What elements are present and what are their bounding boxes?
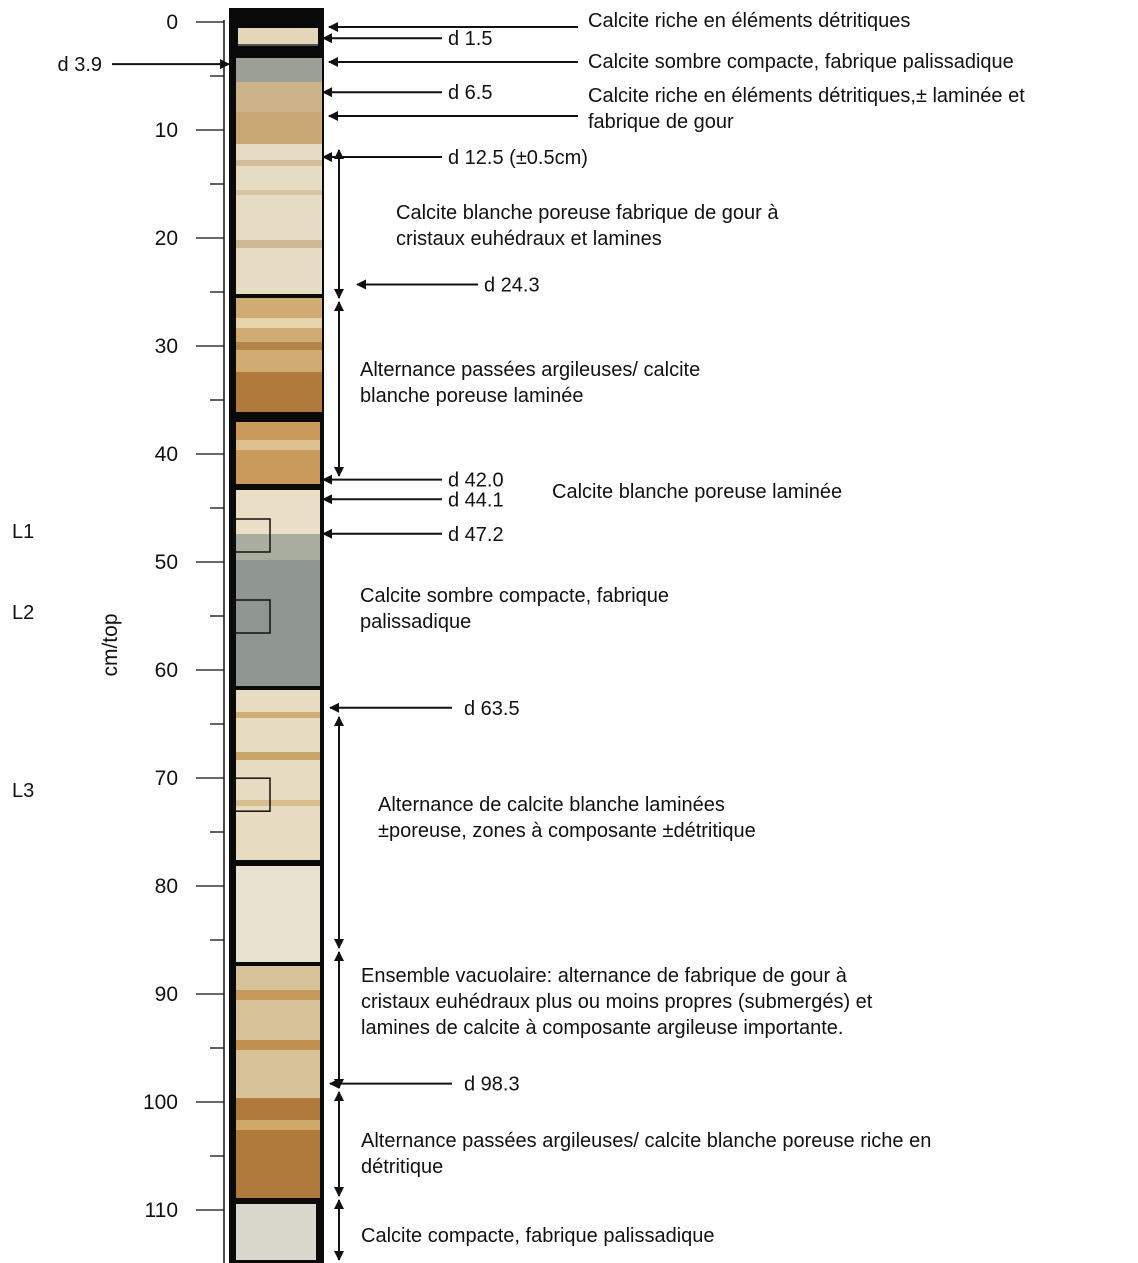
facies-description: Calcite blanche poreuse fabrique de gour… <box>396 202 779 250</box>
sample-box-l1 <box>233 518 271 553</box>
depth-marks: d 1.5 d 3.9 d 6.5 d 12.5 (±0.5cm) d 24.3 d 42… <box>58 28 588 1095</box>
depth-mark-label: d 24.3 <box>484 274 540 296</box>
sample-boxes <box>233 518 271 812</box>
facies-descriptions: Calcite riche en éléments détritiquesCal… <box>360 10 1025 1247</box>
axis-tick-label: 40 <box>155 443 178 466</box>
depth-mark-label: d 44.1 <box>448 489 504 511</box>
facies-description-line: blanche poreuse laminée <box>360 385 584 407</box>
facies-description-line: fabrique de gour <box>588 111 734 133</box>
facies-description-line: Alternance passées argileuses/ calcite b… <box>361 1130 931 1152</box>
facies-description-line: Calcite compacte, fabrique palissadique <box>361 1225 715 1247</box>
facies-description: Calcite sombre compacte, fabrique palissa… <box>360 585 669 633</box>
facies-description-line: détritique <box>361 1156 443 1178</box>
facies-description-line: Calcite riche en éléments détritiques,± … <box>588 85 1025 107</box>
facies-description: Alternance passées argileuses/ calcite b… <box>361 1130 931 1178</box>
axis-tick-label: 70 <box>155 767 178 790</box>
axis-label: cm/top <box>99 613 122 676</box>
facies-arrows <box>328 22 578 121</box>
axis-ticks: 0 10 20 30 40 50 60 70 80 90 100 110 <box>143 11 224 1222</box>
facies-description-line: ±poreuse, zones à composante ±détritique <box>378 820 756 842</box>
sample-box-l2 <box>233 599 271 634</box>
facies-description-line: Calcite riche en éléments détritiques <box>588 10 910 32</box>
facies-description-line: Calcite sombre compacte, fabrique <box>360 585 669 607</box>
facies-description: Alternance de calcite blanche laminées ±p… <box>378 794 756 842</box>
facies-description: Alternance passées argileuses/ calcite bl… <box>360 359 700 407</box>
facies-description-line: cristaux euhédraux plus ou moins propres… <box>361 991 873 1013</box>
facies-description: Ensemble vacuolaire: alternance de fabri… <box>361 965 873 1039</box>
facies-description: Calcite riche en éléments détritiques,± … <box>588 85 1025 133</box>
sample-label-l1: L1 <box>12 521 34 543</box>
axis-tick-label: 0 <box>166 11 178 34</box>
sample-label-l2: L2 <box>12 602 34 624</box>
facies-description: Calcite compacte, fabrique palissadique <box>361 1225 715 1247</box>
facies-description-line: Ensemble vacuolaire: alternance de fabri… <box>361 965 848 987</box>
depth-mark-label: d 3.9 <box>58 54 102 76</box>
axis-tick-label: 10 <box>155 119 178 142</box>
facies-description: Calcite sombre compacte, fabrique paliss… <box>588 51 1014 73</box>
facies-description-line: palissadique <box>360 611 471 633</box>
core-segments <box>236 28 322 1260</box>
facies-description-line: Alternance de calcite blanche laminées <box>378 794 725 816</box>
depth-mark-label: d 42.0 <box>448 470 504 492</box>
axis-tick-label: 90 <box>155 983 178 1006</box>
facies-description-line: cristaux euhédraux et lamines <box>396 228 662 250</box>
facies-description-line: Calcite blanche poreuse fabrique de gour… <box>396 202 779 224</box>
axis-tick-label: 80 <box>155 875 178 898</box>
sample-label-l3: L3 <box>12 780 34 802</box>
depth-mark-label: d 1.5 <box>448 28 492 50</box>
facies-description-line: Calcite blanche poreuse laminée <box>552 481 842 503</box>
facies-description-line: Alternance passées argileuses/ calcite <box>360 359 700 381</box>
axis-tick-label: 30 <box>155 335 178 358</box>
depth-mark-label: d 47.2 <box>448 524 504 546</box>
facies-description-line: lamines de calcite à composante argileus… <box>361 1017 843 1039</box>
depth-axis: 0 10 20 30 40 50 60 70 80 90 100 110 cm/top <box>99 11 225 1263</box>
axis-tick-label: 60 <box>155 659 178 682</box>
depth-mark-label: d 12.5 (±0.5cm) <box>448 147 588 169</box>
axis-tick-label: 20 <box>155 227 178 250</box>
core-photo <box>229 8 324 1263</box>
facies-description-line: Calcite sombre compacte, fabrique paliss… <box>588 51 1014 73</box>
depth-mark-label: d 6.5 <box>448 82 492 104</box>
facies-description: Calcite riche en éléments détritiques <box>588 10 910 32</box>
depth-mark-label: d 63.5 <box>464 698 520 720</box>
sample-box-l3 <box>233 777 271 812</box>
depth-mark-label: d 98.3 <box>464 1074 520 1096</box>
facies-description: Calcite blanche poreuse laminée <box>552 481 842 503</box>
axis-tick-label: 100 <box>143 1091 178 1114</box>
axis-tick-label: 110 <box>145 1199 178 1222</box>
axis-tick-label: 50 <box>155 551 178 574</box>
